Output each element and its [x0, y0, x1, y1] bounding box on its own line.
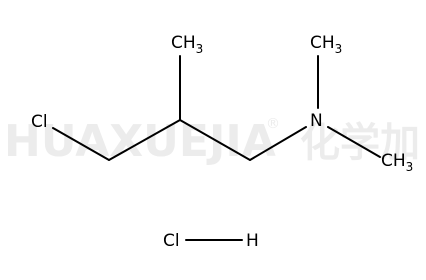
atom-n-ch3-top-sub: 3: [335, 42, 343, 56]
atom-n-ch3-bottom-sub: 3: [406, 160, 414, 174]
watermark-chinese: 化学加: [300, 120, 420, 166]
atom-ch3-top-sub: 3: [196, 42, 204, 56]
salt-cl: Cl: [163, 231, 180, 251]
atom-n-ch3-top: CH3: [310, 33, 342, 56]
watermark: HUAXUEJIA ® 化学加: [4, 116, 420, 167]
bond-cl-c1: [52, 127, 110, 161]
atom-n-ch3-bottom-main: CH: [381, 151, 406, 171]
atom-n: N: [310, 111, 323, 131]
atom-n-ch3-bottom: CH3: [381, 151, 413, 174]
atom-n-ch3-top-main: CH: [310, 33, 335, 53]
salt-h: H: [246, 231, 259, 251]
bonds: [52, 55, 381, 241]
watermark-registered: ®: [266, 116, 280, 132]
atoms: Cl CH3 N CH3 CH3 Cl H: [31, 33, 413, 251]
atom-cl: Cl: [31, 112, 48, 132]
atom-ch3-top-main: CH: [171, 33, 196, 53]
bond-c2-c3: [179, 119, 251, 161]
bond-c3-n: [249, 126, 307, 161]
bond-n-ch3-bottom: [327, 126, 381, 158]
atom-ch3-top: CH3: [171, 33, 203, 56]
bond-c1-c2: [108, 119, 181, 161]
